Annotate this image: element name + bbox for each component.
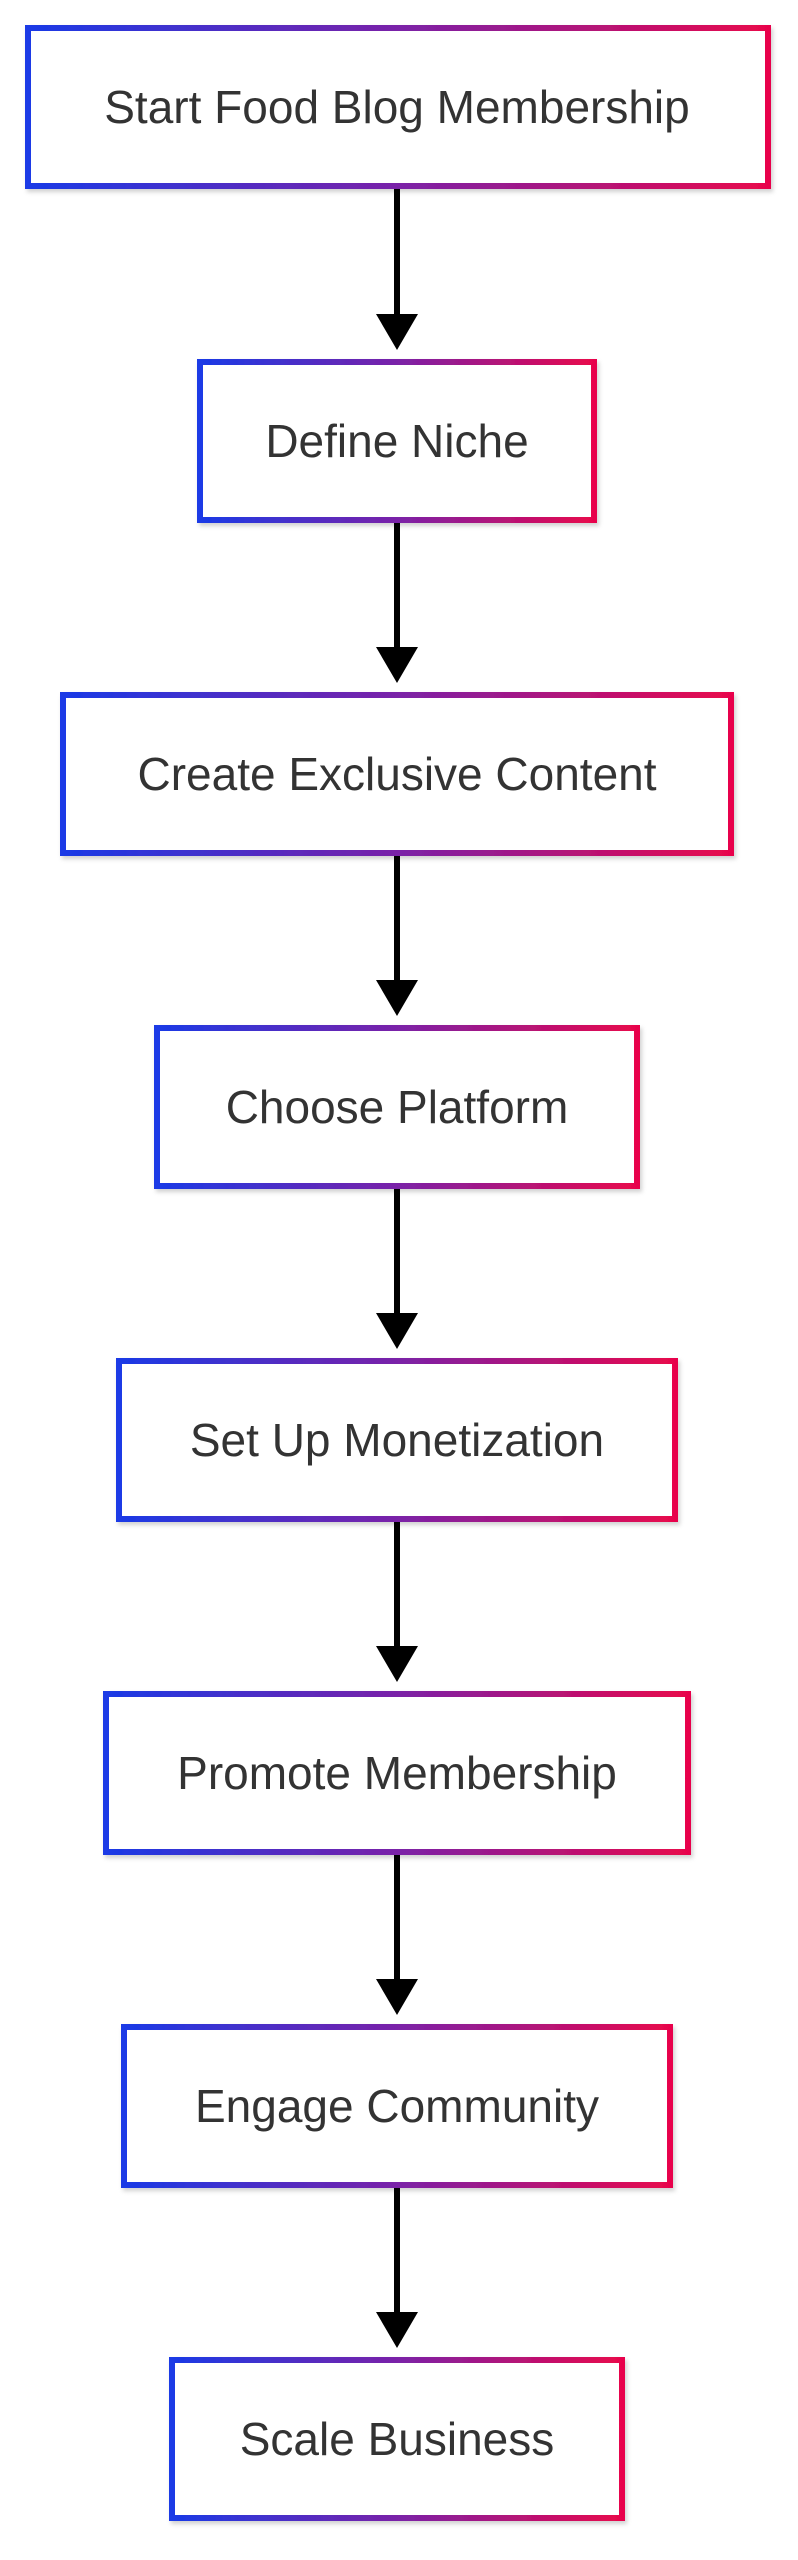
flow-node-box (169, 2357, 625, 2521)
flow-node-label: Promote Membership (177, 1747, 617, 1799)
flow-arrow (376, 1189, 418, 1349)
flow-node-label: Set Up Monetization (190, 1414, 604, 1466)
flow-node-label: Create Exclusive Content (137, 748, 656, 800)
flow-node: Set Up Monetization (116, 1358, 678, 1522)
arrowhead-icon (376, 1646, 418, 1682)
flow-node: Start Food Blog Membership (25, 25, 771, 189)
arrowhead-icon (376, 2312, 418, 2348)
flow-arrow (376, 1855, 418, 2015)
flow-node-label: Choose Platform (226, 1081, 569, 1133)
flow-node: Define Niche (197, 359, 597, 523)
flow-node: Choose Platform (154, 1025, 640, 1189)
flow-node-box (25, 25, 771, 189)
flow-node-box (60, 692, 734, 856)
arrowhead-icon (376, 1313, 418, 1349)
flow-node-label: Engage Community (195, 2080, 599, 2132)
flow-node-box (121, 2024, 673, 2188)
flow-node-label: Start Food Blog Membership (104, 81, 690, 133)
flow-node-box (154, 1025, 640, 1189)
flow-arrow (376, 189, 418, 350)
flow-arrow (376, 2188, 418, 2348)
arrowhead-icon (376, 980, 418, 1016)
flow-node-box (103, 1691, 691, 1855)
flow-node-label: Scale Business (240, 2413, 555, 2465)
flow-node: Scale Business (169, 2357, 625, 2521)
arrowhead-icon (376, 647, 418, 683)
flow-arrow (376, 1522, 418, 1682)
flow-arrow (376, 523, 418, 683)
flow-node-box (116, 1358, 678, 1522)
flow-node: Create Exclusive Content (60, 692, 734, 856)
flow-arrow (376, 856, 418, 1016)
flow-node: Engage Community (121, 2024, 673, 2188)
flow-node: Promote Membership (103, 1691, 691, 1855)
flow-node-label: Define Niche (265, 415, 528, 467)
flow-node-box (197, 359, 597, 523)
arrowhead-icon (376, 1979, 418, 2015)
arrowhead-icon (376, 314, 418, 350)
